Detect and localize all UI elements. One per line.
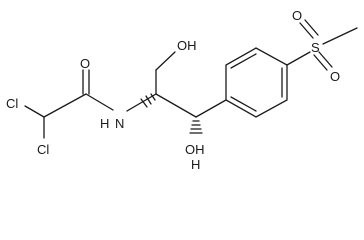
atom-s-sulfonyl: S [311,40,320,55]
bond-s-o-bottom-1 [313,54,328,71]
chemical-structure-diagram: Cl Cl O N H OH OH H S O O [6,8,358,172]
hash-c2-n-3 [140,98,148,108]
bond-s-methyl [322,27,358,45]
bond-ring-s [286,51,311,66]
atom-o-sulfonyl-top: O [292,8,302,23]
atom-h-oh-bottom: H [191,157,200,172]
bond-s-o-top-1 [299,22,314,39]
bond-layer [24,19,358,139]
ring-double-bond-1 [230,53,257,69]
atom-n-amide: N [115,116,124,131]
hash-c2-n-2 [145,95,152,105]
benzene-ring [225,47,288,118]
atom-cl-top: Cl [6,96,18,111]
ring-double-bond-3 [230,96,257,112]
atom-labels: Cl Cl O N H OH OH H S O O [6,8,340,172]
bond-cchcl-carbonyl [43,93,87,118]
bond-s-o-bottom-2 [318,51,333,68]
atom-o-carbonyl: O [80,56,90,71]
atom-oh-top: OH [177,38,197,53]
hash-c2-n-1 [150,93,156,101]
bond-c2-c1 [155,93,197,118]
bond-s-o-top-2 [304,19,319,36]
stereo-bonds [140,93,203,134]
bond-carbonyl-n [85,93,114,111]
atom-h-amide: H [100,116,109,131]
atom-o-sulfonyl-bottom: O [330,69,340,84]
bond-ch2-oh [155,51,176,71]
bond-c1-ring [195,99,227,118]
atom-cl-bottom: Cl [37,142,49,157]
atom-oh-bottom: OH [185,142,205,157]
bond-cchcl-cl-top [24,105,45,118]
bond-n-c2 [126,93,157,112]
